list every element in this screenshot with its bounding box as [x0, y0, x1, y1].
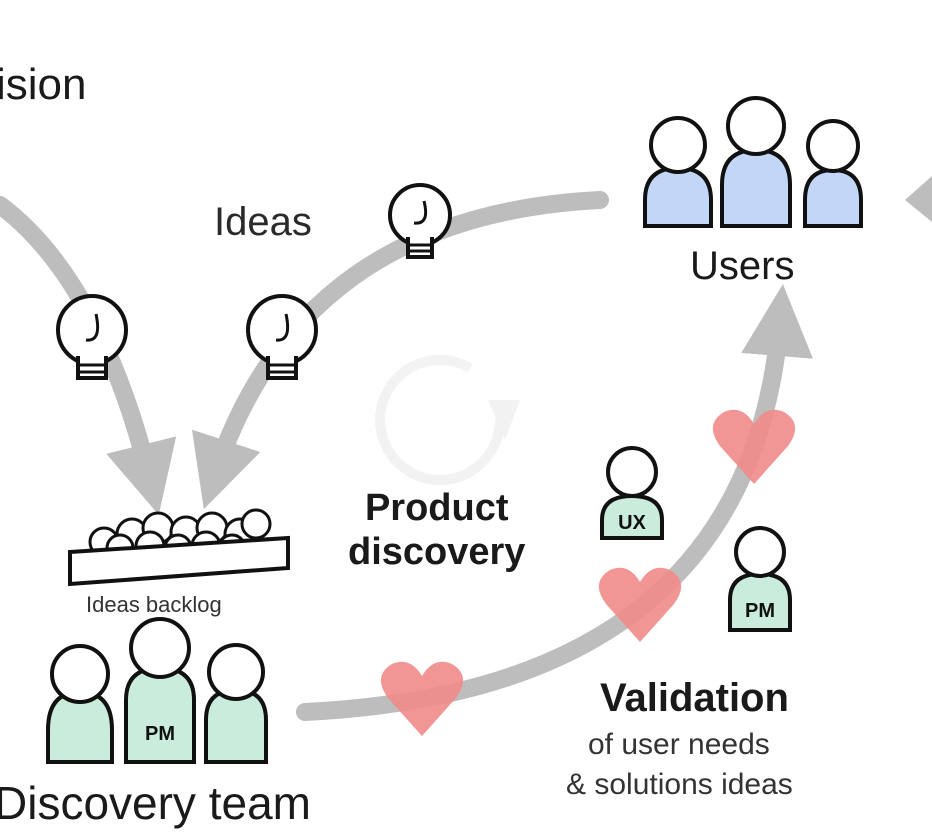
product-discovery-line1: Product — [364, 487, 509, 529]
product-discovery-label: Product discovery — [348, 486, 525, 574]
ideas-backlog-label: Ideas backlog — [86, 592, 222, 617]
discovery-team-label: Discovery team — [0, 777, 311, 829]
ideas-backlog-tray-icon — [68, 508, 290, 587]
users-to-backlog-arrow — [191, 191, 609, 510]
product-discovery-line2: discovery — [348, 531, 526, 573]
users-group-icon — [643, 96, 863, 228]
users-label: Users — [690, 244, 795, 288]
validation-line2: & solutions ideas — [566, 768, 793, 801]
heart-icon — [380, 661, 464, 736]
validation-line1: of user needs — [588, 728, 770, 761]
ideas-label: Ideas — [214, 200, 312, 244]
vision-label: ision — [0, 60, 87, 109]
discovery-team-icon — [46, 617, 268, 764]
ux-badge: UX — [618, 512, 646, 534]
idea-bulb-icon — [56, 294, 128, 380]
ux-person-icon — [600, 446, 664, 540]
pm-person-icon — [728, 526, 792, 632]
idea-bulb-icon — [246, 294, 318, 380]
pm-badge: PM — [745, 600, 775, 622]
right-incoming-arrow — [905, 176, 932, 222]
heart-icon — [712, 409, 796, 484]
cycle-icon — [375, 354, 520, 485]
team-pm-badge: PM — [145, 723, 175, 745]
idea-bulb-icon — [388, 183, 452, 259]
heart-icon — [598, 567, 682, 642]
validation-title: Validation — [600, 676, 789, 720]
